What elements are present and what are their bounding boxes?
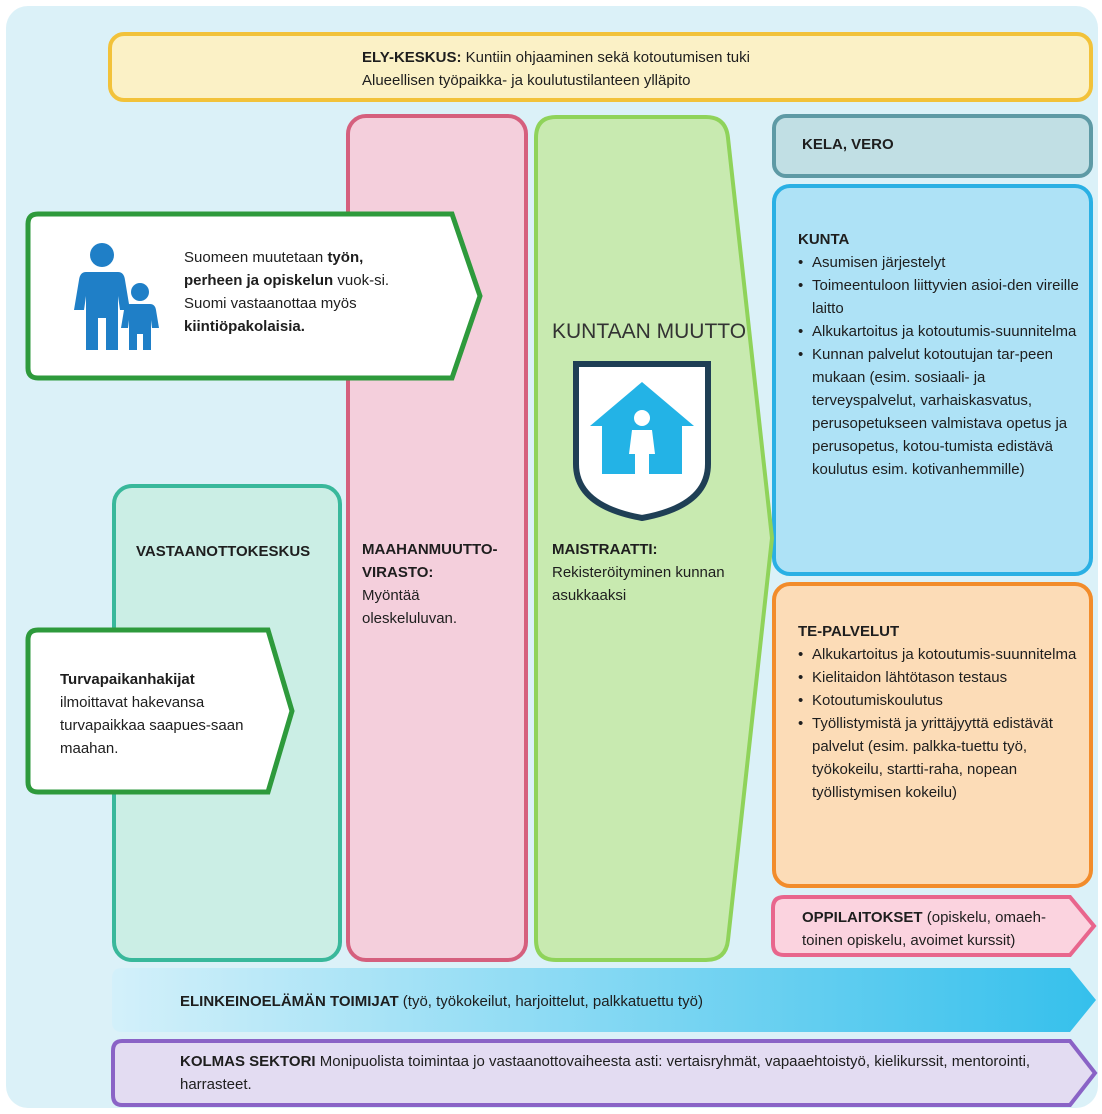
maistraatti-desc: Rekisteröityminen kunnan asukkaaksi [552,564,725,604]
migrants-bold-1: työn, perheen ja opiskelun [184,249,364,289]
elinkeino-title: ELINKEINOELÄMÄN TOIMIJAT [180,993,399,1010]
elinkeinoelama-bar [112,968,1096,1032]
family-icon [74,243,159,350]
ely-keskus-box: ELY-KESKUS: Kuntiin ohjaaminen sekä koto… [108,32,1093,102]
te-list: Alkukartoitus ja kotoutumis-suunnitelma … [798,643,1083,804]
asylum-arrow-box [25,627,295,795]
kunta-title: KUNTA [798,231,850,248]
kunta-item: Kunnan palvelut kotoutujan tar-peen muka… [798,343,1083,481]
maistraatti-title: MAISTRAATTI: [552,541,658,558]
elinkeino-desc: (työ, työkokeilut, harjoittelut, palkkat… [398,993,703,1010]
te-item: Kielitaidon lähtötason testaus [798,666,1083,689]
migrants-bold-2: kiintiöpakolaisia. [184,318,305,335]
migri-title-2: VIRASTO: [362,564,434,581]
oppilaitokset-text: OPPILAITOKSET (opiskelu, omaeh-toinen op… [802,906,1077,952]
vastaanottokeskus-title: VASTAANOTTOKESKUS [136,543,311,560]
kolmas-title: KOLMAS SEKTORI [180,1053,316,1070]
kunta-box: KUNTA Asumisen järjestelyt Toimeentuloon… [772,184,1093,576]
kolmas-sektori-text: KOLMAS SEKTORI Monipuolista toimintaa jo… [180,1050,1050,1096]
asylum-desc: ilmoittavat hakevansa turvapaikkaa saapu… [60,694,244,757]
asylum-text: Turvapaikanhakijat ilmoittavat hakevansa… [60,668,260,760]
kunta-item: Toimeentuloon liittyvien asioi-den virei… [798,274,1083,320]
oppilaitokset-title: OPPILAITOKSET [802,909,923,926]
te-item: Kotoutumiskoulutus [798,689,1083,712]
migrants-arrow-box [25,211,483,381]
kela-title: KELA, VERO [802,136,894,153]
kolmas-desc: Monipuolista toimintaa jo vastaanottovai… [180,1053,1031,1093]
kuntaan-muutto-heading: KUNTAAN MUUTTO [552,320,747,343]
migrants-text: Suomeen muutetaan työn, perheen ja opisk… [184,246,424,338]
migrants-text-2: vuok-si. Suomi vastaanottaa myös [184,272,390,312]
te-item: Alkukartoitus ja kotoutumis-suunnitelma [798,643,1083,666]
kunta-item: Alkukartoitus ja kotoutumis-suunnitelma [798,320,1083,343]
te-title: TE-PALVELUT [798,623,900,640]
asylum-bold: Turvapaikanhakijat [60,671,195,688]
maistraatti-arrow [534,115,775,962]
te-item: Työllistymistä ja yrittäjyyttä edistävät… [798,712,1083,804]
elinkeinoelama-text: ELINKEINOELÄMÄN TOIMIJAT (työ, työkokeil… [180,990,1060,1013]
te-palvelut-box: TE-PALVELUT Alkukartoitus ja kotoutumis-… [772,582,1093,888]
vastaanottokeskus-column: VASTAANOTTOKESKUS [112,484,342,962]
kunta-item: Asumisen järjestelyt [798,251,1083,274]
house-person-icon [573,361,711,522]
migri-title-1: MAAHANMUUTTO- [362,541,498,558]
kela-vero-box: KELA, VERO [772,114,1093,178]
kolmas-sektori-bar [111,1039,1098,1107]
migri-text: Myöntää oleskeluluvan. [362,587,458,627]
migrants-text-1: Suomeen muutetaan [184,249,328,266]
maistraatti-text-block: MAISTRAATTI: Rekisteröityminen kunnan as… [552,538,762,607]
ely-line1: Kuntiin ohjaaminen sekä kotoutumisen tuk… [461,49,750,66]
kunta-list: Asumisen järjestelyt Toimeentuloon liitt… [798,251,1083,481]
ely-line2: Alueellisen työpaikka- ja koulutustilant… [362,72,691,89]
oppilaitokset-shape [771,895,1097,957]
ely-title: ELY-KESKUS: [362,49,462,66]
oppilaitokset-desc: (opiskelu, omaeh-toinen opiskelu, avoime… [802,909,1046,949]
